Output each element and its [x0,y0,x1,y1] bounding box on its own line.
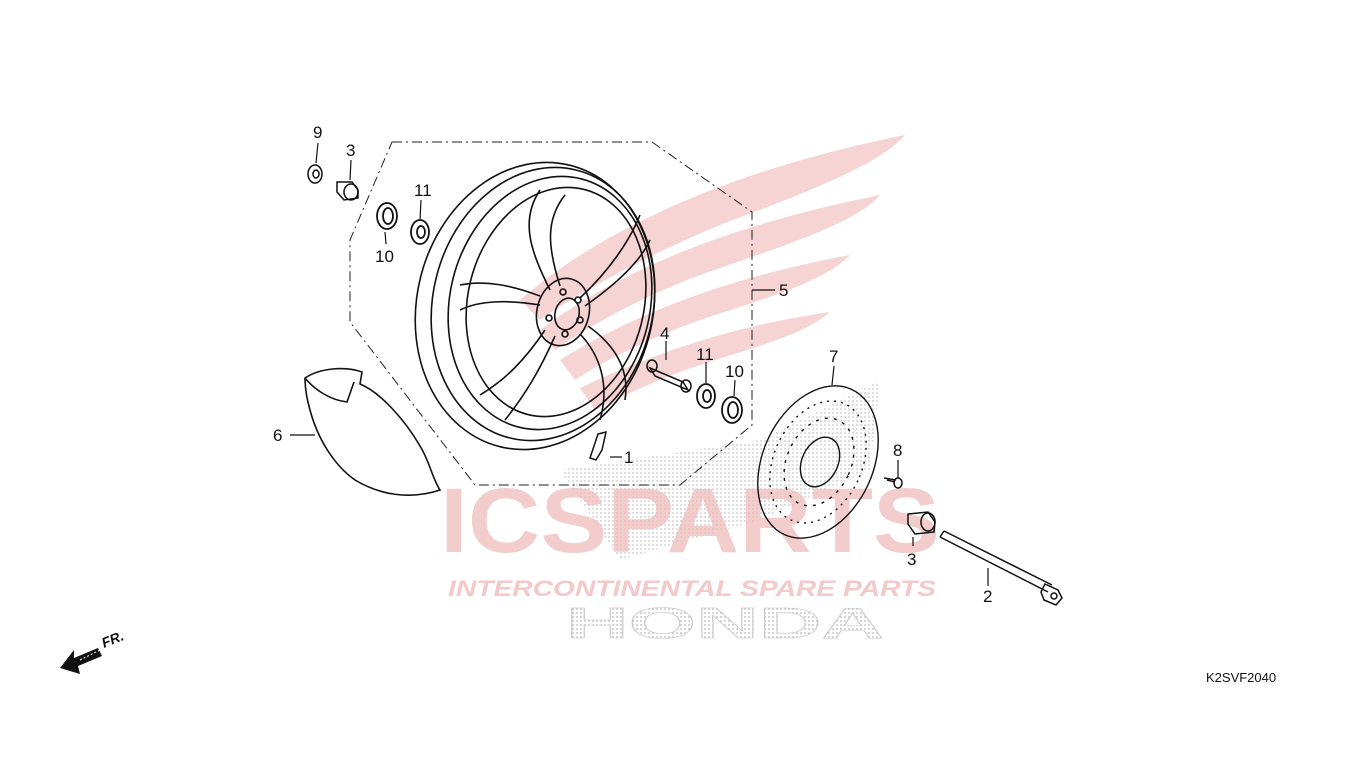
callout-3-top: 3 [346,141,355,160]
bearing-icon [696,383,716,409]
watermark: ICSPARTS INTERCONTINENTAL SPARE PARTS HO… [440,135,940,648]
bearing-icon [410,219,430,245]
callout-10-left: 10 [375,247,394,266]
callout-2: 2 [983,587,992,606]
leader-lines [290,142,989,586]
oil-seal-icon [376,202,398,230]
watermark-brand: ICSPARTS [440,470,940,572]
assembly-outline [349,141,753,486]
spacer-icon [907,511,936,535]
diagram-code: K2SVF2040 [1206,670,1276,685]
callout-9: 9 [313,123,322,142]
mudguard-icon [304,367,442,496]
watermark-tagline: INTERCONTINENTAL SPARE PARTS [448,576,936,601]
watermark-maker: HONDA [566,599,884,648]
wheel-assembly-icon [414,161,656,451]
watermark-dot-field [560,380,880,560]
direction-label: FR. [99,627,126,650]
distance-collar-icon [646,359,692,393]
callouts: 9 3 11 10 5 4 11 10 1 6 7 8 3 2 [273,123,992,606]
axle-bolt-icon [939,530,1063,606]
callout-8: 8 [893,441,902,460]
valve-stem-icon [589,430,607,461]
oil-seal-icon [721,396,743,424]
callout-3-right: 3 [907,550,916,569]
spacer-icon [336,181,359,201]
nut-icon [307,164,323,184]
callout-11-right: 11 [696,345,714,364]
callout-7: 7 [829,347,838,366]
brake-disc-icon [757,385,879,539]
honda-wing-logo [520,135,905,410]
callout-4: 4 [660,324,669,343]
callout-11-left: 11 [414,181,432,200]
callout-1: 1 [624,448,633,467]
callout-6: 6 [273,426,282,445]
front-arrow-icon: FR. [60,627,126,674]
callout-5: 5 [779,281,788,300]
callout-10-right: 10 [725,362,744,381]
